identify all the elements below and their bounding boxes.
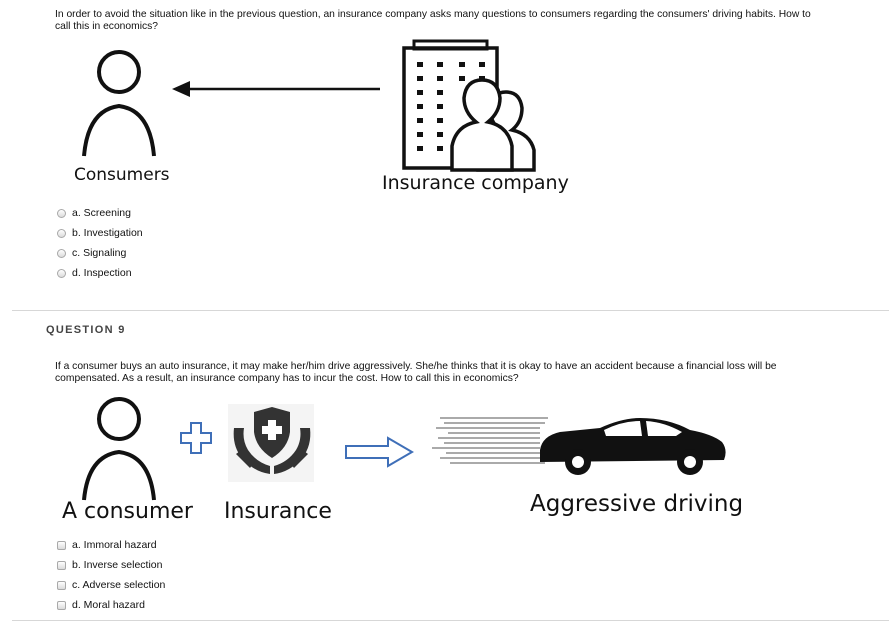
q8-option-b[interactable]: b. Investigation bbox=[57, 226, 143, 240]
q9-option-c[interactable]: c. Adverse selection bbox=[57, 578, 165, 592]
question-divider bbox=[12, 310, 889, 311]
arrow-right-outline-icon bbox=[345, 436, 414, 468]
checkbox[interactable] bbox=[57, 540, 66, 550]
person-outline-icon bbox=[82, 50, 156, 157]
shield-hands-icon bbox=[228, 404, 314, 482]
q9-option-b[interactable]: b. Inverse selection bbox=[57, 558, 162, 572]
radio-button[interactable] bbox=[57, 228, 66, 238]
q9-option-c-label: c. Adverse selection bbox=[72, 579, 166, 591]
speeding-car-icon bbox=[432, 417, 726, 475]
consumers-label: Consumers bbox=[74, 165, 170, 185]
question-9-header: QUESTION 9 bbox=[46, 324, 126, 336]
q9-option-a[interactable]: a. Immoral hazard bbox=[57, 538, 157, 552]
a-consumer-label: A consumer bbox=[62, 499, 193, 524]
q9-option-d-label: d. Moral hazard bbox=[72, 599, 145, 611]
question-9-line-1: If a consumer buys an auto insurance, it… bbox=[55, 361, 777, 372]
checkbox[interactable] bbox=[57, 580, 66, 590]
question-divider bbox=[12, 620, 889, 621]
insurance-label: Insurance bbox=[224, 499, 332, 524]
question-8-line-2: call this in economics? bbox=[55, 21, 159, 32]
q9-option-b-label: b. Inverse selection bbox=[72, 559, 163, 571]
person-outline-icon bbox=[82, 397, 156, 501]
people-group-icon bbox=[450, 78, 536, 172]
checkbox[interactable] bbox=[57, 600, 66, 610]
q8-option-c[interactable]: c. Signaling bbox=[57, 246, 126, 260]
question-8-line-1: In order to avoid the situation like in … bbox=[55, 9, 811, 20]
q8-option-b-label: b. Investigation bbox=[72, 227, 143, 239]
q9-option-d[interactable]: d. Moral hazard bbox=[57, 598, 145, 612]
question-9-line-2: compensated. As a result, an insurance c… bbox=[55, 373, 519, 384]
q8-option-c-label: c. Signaling bbox=[72, 247, 127, 259]
arrow-left-icon bbox=[172, 81, 380, 97]
question-9-text: If a consumer buys an auto insurance, it… bbox=[55, 361, 855, 385]
radio-button[interactable] bbox=[57, 248, 66, 258]
q9-option-a-label: a. Immoral hazard bbox=[72, 539, 157, 551]
question-8-text: In order to avoid the situation like in … bbox=[55, 9, 855, 33]
q8-option-d-label: d. Inspection bbox=[72, 267, 132, 279]
radio-button[interactable] bbox=[57, 268, 66, 278]
q8-option-a[interactable]: a. Screening bbox=[57, 206, 131, 220]
question-8-figure bbox=[82, 39, 536, 172]
insurance-company-label: Insurance company bbox=[382, 172, 569, 194]
q8-option-a-label: a. Screening bbox=[72, 207, 131, 219]
plus-icon bbox=[180, 422, 212, 454]
aggressive-driving-label: Aggressive driving bbox=[530, 491, 744, 517]
radio-button[interactable] bbox=[57, 208, 66, 218]
q8-option-d[interactable]: d. Inspection bbox=[57, 266, 132, 280]
question-9-figure bbox=[82, 397, 726, 501]
checkbox[interactable] bbox=[57, 560, 66, 570]
